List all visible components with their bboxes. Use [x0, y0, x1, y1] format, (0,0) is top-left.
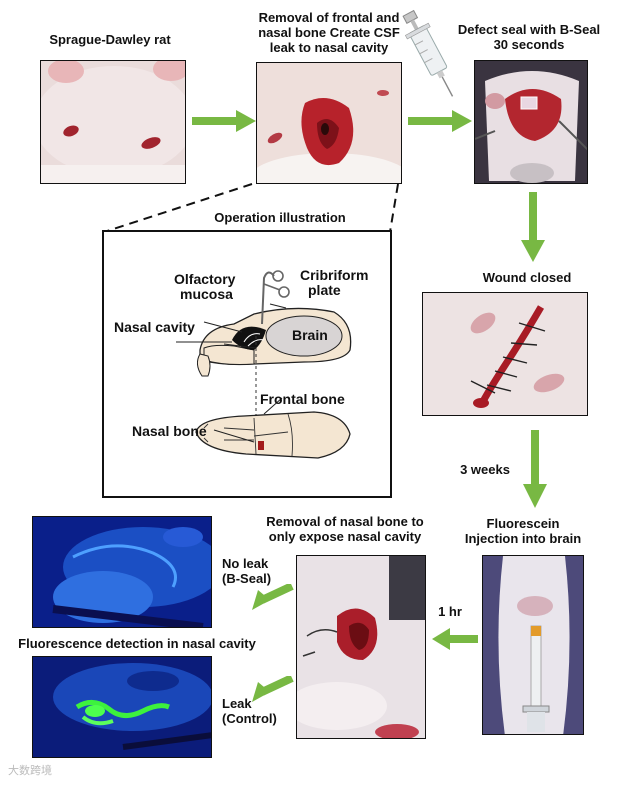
photo-expose-nasal-cavity	[296, 555, 426, 739]
label-wound-closed: Wound closed	[482, 270, 572, 285]
label-fluorescence-detection: Fluorescence detection in nasal cavity	[18, 636, 256, 651]
label-line: (Control)	[222, 711, 277, 726]
label-line: Leak	[222, 696, 252, 711]
label-removal-frontal: Removal of frontal and nasal bone Create…	[232, 10, 426, 55]
photo-fluorescein-injection	[482, 555, 584, 735]
photo-defect-seal	[474, 60, 588, 184]
label-line: 30 seconds	[493, 37, 565, 52]
label-line: (B-Seal)	[222, 571, 272, 586]
photo-wound-closed	[422, 292, 588, 416]
label-line: Fluorescein	[486, 516, 560, 531]
photo-rat	[40, 60, 186, 184]
arrow-down-1	[521, 192, 545, 262]
photo-uv-no-leak	[32, 516, 212, 628]
label-line: Removal of frontal and	[258, 10, 400, 25]
label-line: Cribriform	[300, 267, 369, 283]
label-line: nasal bone Create CSF	[258, 25, 400, 40]
label-no-leak: No leak (B-Seal)	[222, 556, 302, 586]
label-line: leak to nasal cavity	[269, 40, 389, 55]
label-frontal-bone: Frontal bone	[260, 391, 345, 407]
watermark: 大数跨境	[8, 764, 52, 777]
label-nasal-cavity: Nasal cavity	[114, 319, 195, 335]
arrow-to-leak	[252, 676, 294, 702]
label-3-weeks: 3 weeks	[460, 462, 510, 477]
label-1-hr: 1 hr	[438, 604, 462, 619]
label-fluorescein: Fluorescein Injection into brain	[438, 516, 608, 546]
arrow-left-1	[432, 628, 478, 650]
operation-illustration-box: Olfactory mucosa Cribriform plate Nasal …	[102, 230, 392, 498]
photo-uv-leak	[32, 656, 212, 758]
label-sprague-dawley: Sprague-Dawley rat	[49, 32, 171, 47]
photo-removal-bone	[256, 62, 402, 184]
label-operation-illustration: Operation illustration	[214, 210, 346, 225]
label-brain: Brain	[292, 327, 328, 343]
label-nasal-bone: Nasal bone	[132, 423, 207, 439]
zoom-lines	[103, 183, 399, 233]
label-leak: Leak (Control)	[222, 696, 302, 726]
label-line: Olfactory	[174, 271, 236, 287]
arrow-to-no-leak	[252, 584, 294, 610]
label-removal-nasal-bone: Removal of nasal bone to only expose nas…	[250, 514, 440, 544]
label-olfactory: Olfactory mucosa	[174, 272, 254, 302]
label-line: Removal of nasal bone to	[266, 514, 424, 529]
label-line: only expose nasal cavity	[268, 529, 422, 544]
label-line: No leak	[222, 556, 269, 571]
arrow-down-2	[523, 430, 547, 508]
label-defect-seal: Defect seal with B-Seal 30 seconds	[444, 22, 614, 52]
rat-skull-diagram	[176, 270, 352, 459]
arrow-right-2	[408, 110, 472, 132]
label-cribriform: Cribriform plate	[300, 268, 390, 298]
label-line: Defect seal with B-Seal	[457, 22, 601, 37]
label-line: plate	[308, 282, 341, 298]
label-line: mucosa	[180, 286, 233, 302]
label-line: Injection into brain	[464, 531, 582, 546]
syringe-icon	[402, 9, 454, 97]
arrow-right-1	[192, 110, 256, 132]
